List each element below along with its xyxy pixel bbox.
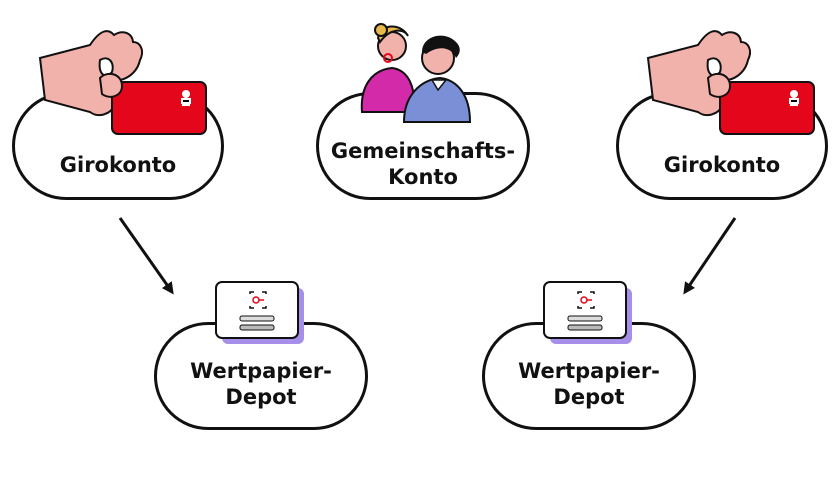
arrow-left <box>118 217 174 295</box>
label-gemeinschaftskonto: Gemeinschafts- Konto <box>316 138 530 190</box>
label-right-depot-line1: Wertpapier- <box>518 359 660 383</box>
arrow-right <box>683 217 737 295</box>
label-gemeinschaftskonto-line1: Gemeinschafts- <box>330 139 516 163</box>
label-left-depot-line1: Wertpapier- <box>190 359 332 383</box>
label-right-girokonto: Girokonto <box>663 153 781 177</box>
label-right-depot: Wertpapier- Depot <box>482 358 696 410</box>
label-left-depot: Wertpapier- Depot <box>154 358 368 410</box>
label-left-depot-line2: Depot <box>225 385 297 409</box>
label-left-girokonto: Girokonto <box>59 153 177 177</box>
label-gemeinschaftskonto-line2: Konto <box>388 165 458 189</box>
label-right-depot-line2: Depot <box>553 385 625 409</box>
